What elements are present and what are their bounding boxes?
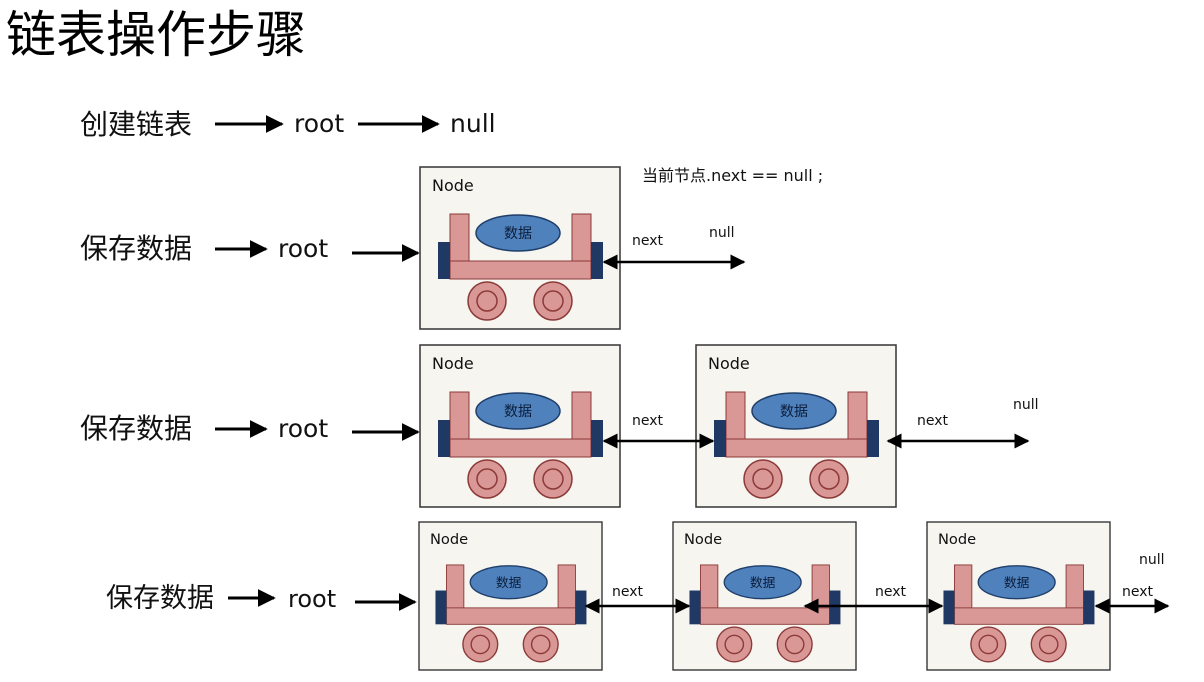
cart-side-left: [449, 213, 470, 267]
bumper-right: [591, 242, 603, 279]
data-label: 数据: [1004, 576, 1030, 591]
wheel: [467, 281, 507, 321]
bumper-right: [867, 420, 879, 457]
cart-base: [725, 438, 868, 458]
wheel: [533, 281, 573, 321]
cart-side-left: [699, 564, 719, 613]
data-ellipse: [723, 565, 802, 600]
bumper-left: [714, 420, 726, 457]
data-label: 数据: [496, 576, 522, 591]
wheel: [467, 459, 507, 499]
cart-side-right: [557, 564, 576, 613]
cart-base: [953, 607, 1084, 625]
node-title: Node: [938, 531, 976, 548]
node-box: Node 数据: [418, 521, 603, 671]
wheel-hub: [470, 634, 491, 655]
root-label: root: [278, 234, 328, 263]
wheel-hub: [724, 634, 745, 655]
bumper-left: [943, 590, 955, 625]
bumper-left: [689, 590, 701, 625]
wheel-hub: [476, 468, 498, 490]
bumper-left: [438, 420, 450, 457]
wheel-hub: [784, 634, 805, 655]
next-label: next: [1122, 584, 1154, 600]
condition-text: 当前节点.next == null ;: [642, 166, 823, 185]
cart-side-right: [571, 213, 592, 267]
root-label: root: [294, 109, 344, 138]
null-label: null: [1013, 397, 1039, 413]
node-title: Node: [708, 354, 750, 373]
bumper-right: [829, 590, 841, 625]
step-label-save-1: 保存数据: [80, 232, 192, 265]
root-label: root: [278, 414, 328, 443]
cart-base: [449, 438, 592, 458]
null-label: null: [1139, 552, 1165, 568]
cart-side-right: [847, 391, 868, 445]
wheel: [533, 459, 573, 499]
node-box: Node 数据: [695, 344, 897, 508]
cart-side-left: [725, 391, 746, 445]
cart-side-left: [449, 391, 470, 445]
data-ellipse: [751, 392, 837, 430]
step-label-save-3: 保存数据: [106, 583, 214, 614]
node-title: Node: [684, 531, 722, 548]
cart-side-right: [571, 391, 592, 445]
data-ellipse: [475, 392, 561, 430]
null-label: null: [450, 109, 496, 138]
wheel-hub: [752, 468, 774, 490]
data-label: 数据: [750, 576, 776, 591]
next-label: next: [875, 584, 907, 600]
node-box: Node 数据: [419, 166, 621, 330]
wheel-hub: [818, 468, 840, 490]
bumper-right: [575, 590, 587, 625]
wheel: [743, 459, 783, 499]
wheel-hub: [542, 290, 564, 312]
node-box: Node 数据: [926, 521, 1111, 671]
next-label: next: [612, 584, 644, 600]
cart-side-left: [445, 564, 465, 613]
step-label-create: 创建链表: [80, 108, 192, 141]
data-label: 数据: [780, 404, 808, 420]
cart-side-left: [953, 564, 973, 613]
bumper-right: [591, 420, 603, 457]
next-label: next: [917, 413, 949, 429]
cart-side-right: [1065, 564, 1084, 613]
data-label: 数据: [504, 226, 532, 242]
cart-base: [449, 260, 592, 280]
bumper-left: [438, 242, 450, 279]
node-title: Node: [432, 354, 474, 373]
node-title: Node: [432, 176, 474, 195]
wheel: [462, 626, 499, 663]
root-label: root: [288, 585, 336, 613]
bumper-left: [435, 590, 447, 625]
next-label: next: [632, 233, 664, 249]
node-box: Node 数据: [419, 344, 621, 508]
wheel-hub: [1038, 634, 1059, 655]
next-label: next: [632, 413, 664, 429]
wheel-hub: [978, 634, 999, 655]
wheel-hub: [530, 634, 551, 655]
wheel: [970, 626, 1007, 663]
step-label-save-2: 保存数据: [80, 412, 192, 445]
wheel: [776, 626, 813, 663]
wheel: [1030, 626, 1067, 663]
wheel: [809, 459, 849, 499]
wheel: [522, 626, 559, 663]
wheel-hub: [542, 468, 564, 490]
cart-base: [445, 607, 576, 625]
null-label: null: [709, 225, 735, 241]
data-label: 数据: [504, 404, 532, 420]
cart-base: [699, 607, 830, 625]
bumper-right: [1083, 590, 1095, 625]
node-box: Node 数据: [672, 521, 857, 671]
page-title: 链表操作步骤: [6, 6, 306, 64]
node-title: Node: [430, 531, 468, 548]
data-ellipse: [469, 565, 548, 600]
data-ellipse: [977, 565, 1056, 600]
wheel: [716, 626, 753, 663]
wheel-hub: [476, 290, 498, 312]
data-ellipse: [475, 214, 561, 252]
